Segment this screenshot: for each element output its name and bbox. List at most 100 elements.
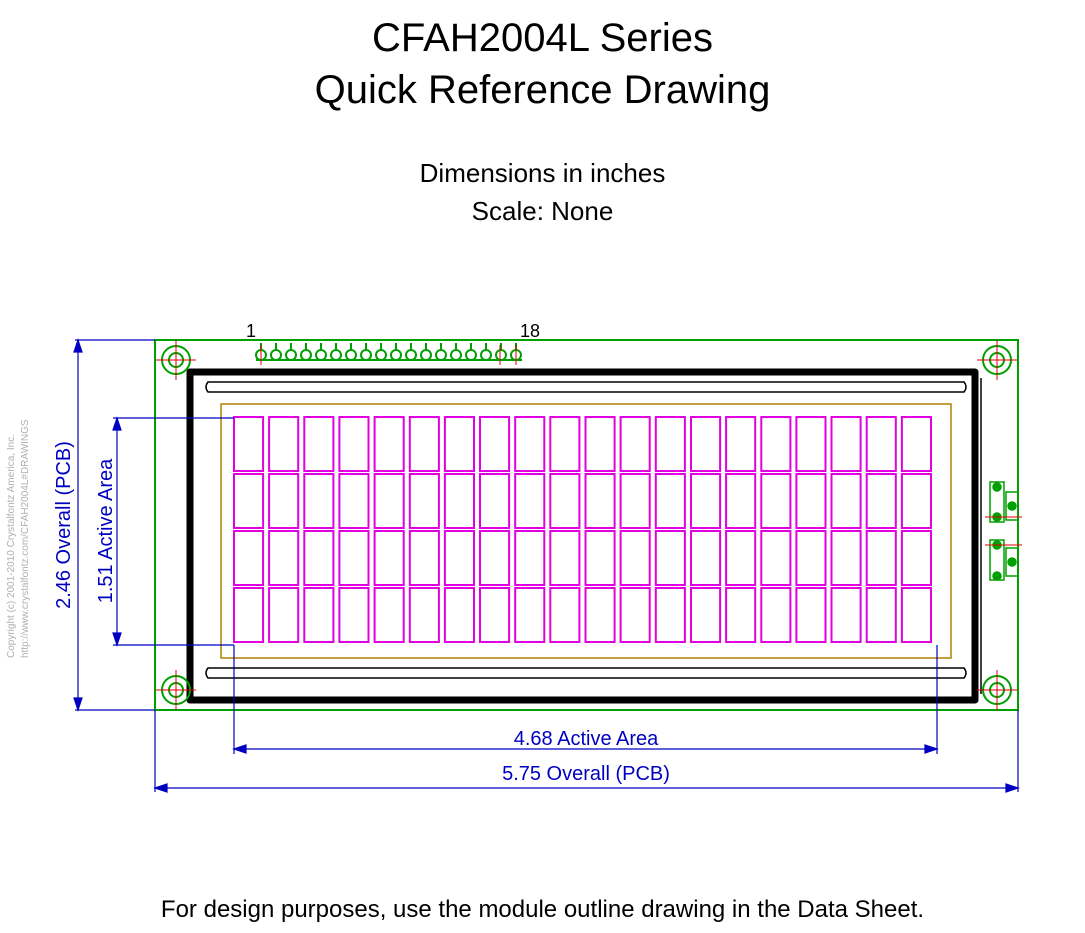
connector-pin	[480, 349, 492, 361]
design-purposes-note: For design purposes, use the module outl…	[160, 896, 925, 923]
pcb-outline	[154, 339, 1019, 711]
connector-pin	[390, 349, 402, 361]
character-cell	[725, 416, 757, 472]
character-cell	[514, 587, 546, 643]
character-cell	[338, 416, 370, 472]
character-cell	[690, 416, 722, 472]
character-cell	[408, 473, 440, 529]
character-cell	[760, 473, 792, 529]
character-cell	[795, 530, 827, 586]
character-cell	[479, 530, 511, 586]
character-cell	[443, 416, 475, 472]
character-cell	[865, 473, 897, 529]
character-cell	[373, 473, 405, 529]
character-cell	[619, 530, 651, 586]
connector-pin	[375, 349, 387, 361]
led-pad-4	[1005, 547, 1019, 577]
character-cell	[373, 530, 405, 586]
viewing-area-outline	[220, 403, 952, 659]
connector-pin	[465, 349, 477, 361]
connector-pin	[435, 349, 447, 361]
character-cell	[408, 416, 440, 472]
character-cell	[619, 473, 651, 529]
character-cell	[619, 416, 651, 472]
led-pin	[992, 482, 1002, 492]
character-cell	[268, 587, 300, 643]
character-cell	[549, 473, 581, 529]
character-cell	[830, 530, 862, 586]
character-cell	[303, 473, 335, 529]
character-cell	[900, 530, 933, 586]
connector-pin	[300, 349, 312, 361]
character-cell	[268, 530, 300, 586]
character-cell	[514, 473, 546, 529]
active-height-label: 1.51 Active Area	[95, 458, 117, 603]
character-cell	[830, 473, 862, 529]
character-cell	[443, 530, 475, 586]
connector-pin	[270, 349, 282, 361]
scale-note: Scale: None	[471, 196, 614, 226]
character-cell	[549, 530, 581, 586]
bezel-outline	[186, 368, 979, 704]
connector-pin	[315, 349, 327, 361]
bezel-bottom-slot	[205, 667, 967, 679]
dimension-lines	[73, 338, 1020, 793]
character-cell	[795, 587, 827, 643]
active-width-label: 4.68 Active Area	[514, 728, 659, 750]
character-cell	[373, 416, 405, 472]
connector-pins	[255, 343, 522, 365]
connector-pin	[285, 349, 297, 361]
connector-pin	[345, 349, 357, 361]
character-cell	[408, 530, 440, 586]
connector-pin	[360, 349, 372, 361]
character-cell	[338, 473, 370, 529]
character-cell	[233, 473, 265, 529]
connector-pin	[450, 349, 462, 361]
character-cell	[725, 530, 757, 586]
overall-height-label: 2.46 Overall (PCB)	[53, 441, 75, 609]
character-cell	[479, 473, 511, 529]
character-cell	[233, 416, 265, 472]
led-pad-2	[1005, 491, 1019, 521]
character-cell	[865, 416, 897, 472]
backlight-pads	[985, 481, 1022, 581]
character-cell	[233, 530, 265, 586]
character-cell	[865, 587, 897, 643]
character-cell	[584, 587, 616, 643]
character-cell	[514, 530, 546, 586]
character-cell	[268, 416, 300, 472]
character-cell	[619, 587, 651, 643]
character-cell	[338, 587, 370, 643]
character-cell	[795, 416, 827, 472]
character-cell	[373, 587, 405, 643]
led-pin	[1007, 501, 1017, 511]
overall-width-label: 5.75 Overall (PCB)	[502, 763, 670, 785]
character-cell	[900, 473, 933, 529]
character-cell	[514, 416, 546, 472]
character-cell	[900, 587, 933, 643]
character-cell-grid	[233, 416, 933, 643]
units-note: Dimensions in inches	[419, 158, 666, 188]
character-cell	[303, 416, 335, 472]
character-cell	[303, 587, 335, 643]
character-cell	[408, 587, 440, 643]
character-cell	[830, 416, 862, 472]
character-cell	[443, 587, 475, 643]
character-cell	[584, 473, 616, 529]
mounting-holes	[156, 340, 1017, 710]
character-cell	[549, 416, 581, 472]
character-cell	[584, 416, 616, 472]
character-cell	[654, 530, 686, 586]
character-cell	[443, 473, 475, 529]
led-pin	[1007, 557, 1017, 567]
connector-pin	[495, 349, 507, 361]
bezel-top-slot	[205, 381, 967, 393]
character-cell	[654, 587, 686, 643]
drawing-title-line2: Quick Reference Drawing	[314, 68, 771, 112]
character-cell	[690, 530, 722, 586]
connector-pin	[420, 349, 432, 361]
connector-pin	[405, 349, 417, 361]
character-cell	[760, 530, 792, 586]
character-cell	[795, 473, 827, 529]
led-pin	[992, 571, 1002, 581]
